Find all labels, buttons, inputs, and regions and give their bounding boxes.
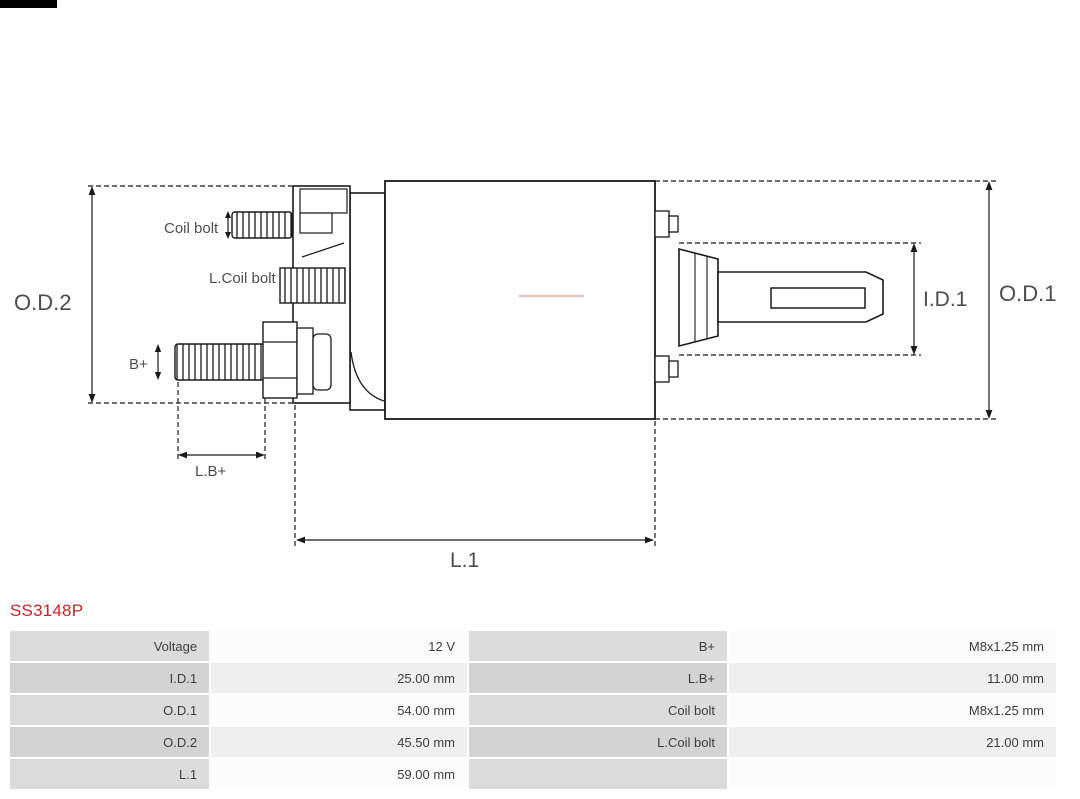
spec-label-cell: O.D.2 <box>10 727 210 757</box>
label-coil-bolt: Coil bolt <box>164 220 219 237</box>
part-number: SS3148P <box>10 601 84 620</box>
spec-label-cell: Voltage <box>10 631 210 661</box>
spec-label-cell: O.D.1 <box>10 695 210 725</box>
spec-value-cell: 11.00 mm <box>728 663 1056 693</box>
spec-value-cell: 21.00 mm <box>728 727 1056 757</box>
spec-label-cell: L.B+ <box>469 663 727 693</box>
spec-value-cell: 45.50 mm <box>211 727 467 757</box>
spec-label-cell: L.1 <box>10 759 210 789</box>
spec-label-cell: Coil bolt <box>469 695 727 725</box>
rear-terminal-top <box>654 210 670 238</box>
label-l-coil-bolt: L.Coil bolt <box>209 270 277 287</box>
spec-value-cell: M8x1.25 mm <box>728 695 1056 725</box>
spec-row: Voltage 12 V B+ M8x1.25 mm <box>10 631 1056 661</box>
dimension-lines <box>91 189 990 541</box>
solenoid-body-drawing <box>174 180 884 420</box>
label-id1: I.D.1 <box>923 288 967 311</box>
coil-bolt-thread-block <box>279 267 346 304</box>
screen-corner-artifact <box>0 0 57 8</box>
plunger-slot <box>770 287 866 309</box>
rear-terminal-bottom <box>654 355 670 383</box>
spec-label-cell: I.D.1 <box>10 663 210 693</box>
label-l1: L.1 <box>450 549 479 572</box>
b-plus-stud <box>174 343 266 381</box>
spec-value-cell-empty <box>728 759 1056 789</box>
b-plus-washer <box>296 327 314 395</box>
label-od2: O.D.2 <box>14 290 71 315</box>
b-plus-insulator <box>312 333 332 391</box>
spec-value-cell: 25.00 mm <box>211 663 467 693</box>
dimension-extension-lines <box>88 180 996 547</box>
spec-value-cell: 59.00 mm <box>211 759 467 789</box>
spec-row: L.1 59.00 mm <box>10 759 1056 789</box>
b-plus-hex-nut <box>262 321 298 399</box>
label-l-b-plus: L.B+ <box>195 463 227 480</box>
rear-terminal-top-tip <box>668 215 679 233</box>
spec-value-cell: 12 V <box>211 631 467 661</box>
dimension-arrowheads <box>88 181 993 544</box>
label-od1: O.D.1 <box>999 281 1056 306</box>
spec-label-cell: L.Coil bolt <box>469 727 727 757</box>
spec-value-cell: M8x1.25 mm <box>728 631 1056 661</box>
solenoid-technical-diagram: O.D.2 O.D.1 I.D.1 L.1 Coil bolt L.Coil b… <box>14 180 1056 572</box>
spec-row: O.D.1 54.00 mm Coil bolt M8x1.25 mm <box>10 695 1056 725</box>
spec-row: O.D.2 45.50 mm L.Coil bolt 21.00 mm <box>10 727 1056 757</box>
cap-step-detail <box>299 188 348 214</box>
rear-terminal-bottom-tip <box>668 360 679 378</box>
coil-bolt-stud <box>231 211 293 239</box>
front-flange <box>349 192 386 411</box>
label-b-plus: B+ <box>129 356 148 373</box>
solenoid-main-body <box>384 180 656 420</box>
spec-value-cell: 54.00 mm <box>211 695 467 725</box>
cap-detail-line <box>301 242 345 258</box>
spec-label-cell: B+ <box>469 631 727 661</box>
spec-table: Voltage 12 V B+ M8x1.25 mm I.D.1 25.00 m… <box>8 629 1058 791</box>
spec-row: I.D.1 25.00 mm L.B+ 11.00 mm <box>10 663 1056 693</box>
flange-fillet-arc <box>350 351 385 402</box>
spec-label-cell-empty <box>469 759 727 789</box>
cap-step-detail <box>299 212 333 234</box>
plunger-boot <box>678 247 719 348</box>
